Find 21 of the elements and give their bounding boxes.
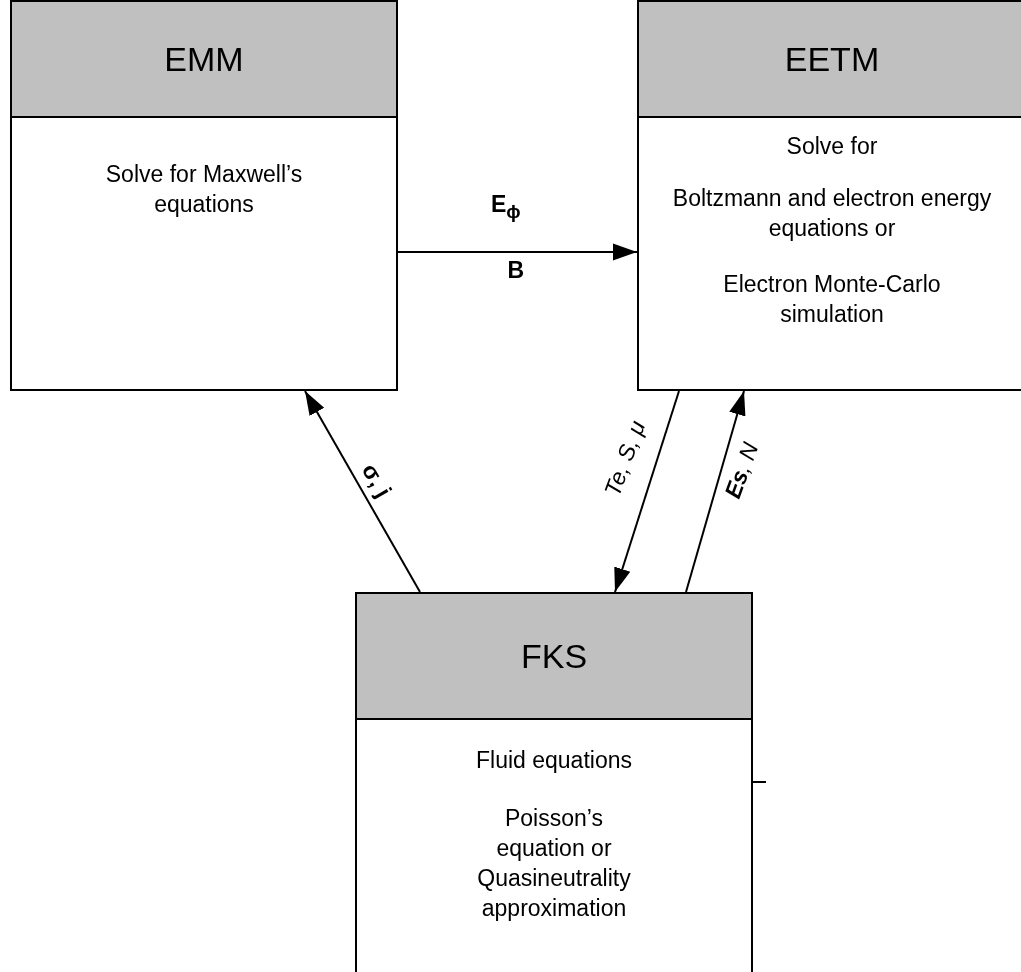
arrow: [685, 390, 746, 593]
symbol-label: B: [507, 256, 525, 284]
process-box: [355, 592, 753, 972]
box-heading: EETM: [784, 39, 880, 79]
box-heading: FKS: [520, 636, 588, 676]
edge-label: σ, j: [355, 458, 397, 502]
arrow: [614, 390, 680, 593]
edge-label: Es, N: [719, 438, 765, 502]
box-heading: EMM: [164, 39, 244, 79]
process-box: [10, 0, 398, 391]
box-text: Electron Monte-Carlo simulation: [722, 270, 942, 329]
arrow: [397, 243, 638, 261]
edge-label: E$_{ϕ}$: [491, 191, 521, 223]
box-text: Solve for Maxwell’s equations: [104, 160, 304, 219]
arrow: [304, 390, 421, 593]
process-box: [637, 0, 1021, 391]
box-text: Fluid equations: [476, 746, 632, 775]
edge-label: Te, S, μ: [599, 416, 652, 500]
box-text: Poisson’s equation or Quasineutrality approximation: [476, 804, 632, 923]
box-text: Solve for: [786, 132, 878, 161]
box-text: Boltzmann and electron energy equations or: [671, 184, 993, 243]
